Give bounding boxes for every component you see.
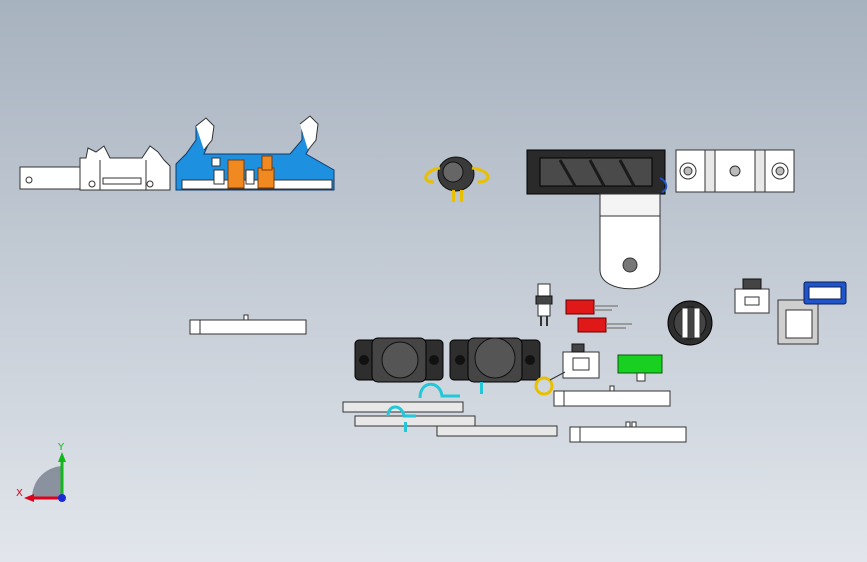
led-red-b[interactable] — [577, 317, 632, 333]
cooling-fan[interactable] — [526, 149, 668, 195]
pin-header-strip-a[interactable] — [189, 314, 307, 335]
dc-jack-small[interactable] — [424, 156, 490, 202]
idc-connector-blue[interactable] — [175, 115, 335, 191]
green-fuse[interactable] — [617, 354, 663, 382]
round-socket[interactable] — [667, 300, 713, 346]
power-inductor-a[interactable] — [354, 337, 444, 383]
y-axis-head — [58, 452, 66, 462]
x-axis-head — [24, 494, 34, 502]
perfboard-strips[interactable] — [342, 382, 558, 437]
usb-jack[interactable] — [777, 281, 847, 345]
slide-switch[interactable] — [734, 278, 770, 314]
push-button[interactable] — [534, 343, 600, 396]
pin-header-strip-b[interactable] — [553, 385, 671, 407]
power-inductor-b[interactable] — [449, 337, 541, 383]
z-axis-dot — [58, 494, 66, 502]
pin-header-strip-c[interactable] — [569, 421, 687, 443]
fan-mount-bracket[interactable] — [599, 193, 661, 290]
led-red-a[interactable] — [565, 299, 618, 315]
x-axis-label: X — [16, 488, 23, 499]
y-axis-label: Y — [57, 442, 65, 453]
axis-triad: X Y — [16, 442, 66, 502]
led-holder[interactable] — [535, 283, 553, 326]
mounting-plate[interactable] — [675, 149, 795, 193]
idc-connector-bracket[interactable] — [19, 145, 171, 191]
